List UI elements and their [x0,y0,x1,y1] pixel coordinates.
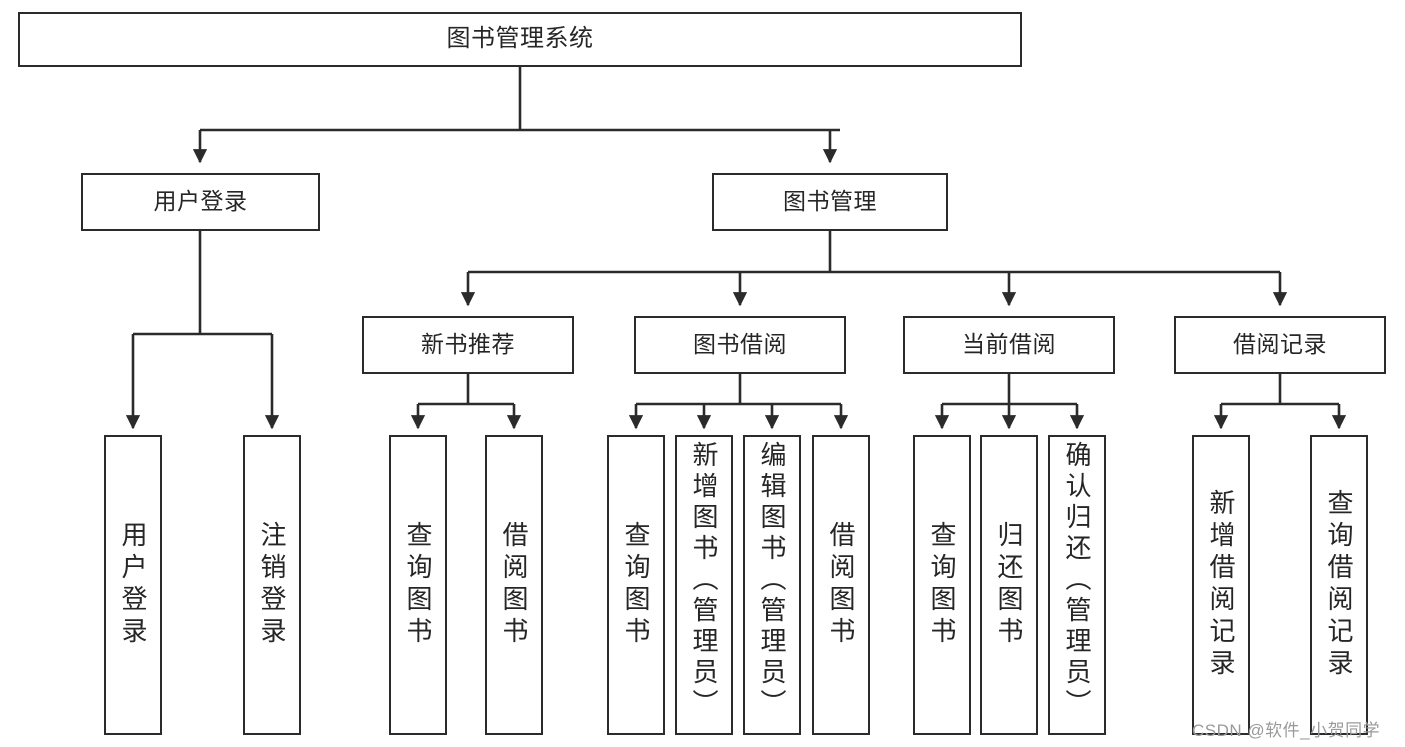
leaf-query-book-recommend[interactable]: 查询图书 [389,435,447,735]
node-user-login[interactable]: 用户登录 [81,173,320,231]
node-root-system[interactable]: 图书管理系统 [18,12,1022,67]
node-book-borrow[interactable]: 图书借阅 [634,316,846,374]
leaf-return-book[interactable]: 归还图书 [980,435,1038,735]
node-new-book-recommend[interactable]: 新书推荐 [362,316,574,374]
leaf-user-login[interactable]: 用户登录 [104,435,162,735]
leaf-add-borrow-record[interactable]: 新增借阅记录 [1192,435,1250,735]
node-current-borrow[interactable]: 当前借阅 [903,316,1115,374]
leaf-confirm-return-admin[interactable]: 确认归还（管理员） [1048,435,1106,735]
leaf-borrow-book[interactable]: 借阅图书 [812,435,870,735]
leaf-query-book-current[interactable]: 查询图书 [913,435,971,735]
leaf-user-logout[interactable]: 注销登录 [243,435,301,735]
leaf-edit-book-admin[interactable]: 编辑图书（管理员） [743,435,801,735]
csdn-watermark: CSDN @软件_小贺同学 [1192,721,1381,740]
node-borrow-record[interactable]: 借阅记录 [1174,316,1386,374]
leaf-query-book-borrow[interactable]: 查询图书 [607,435,665,735]
node-book-management[interactable]: 图书管理 [712,173,948,231]
leaf-borrow-book-recommend[interactable]: 借阅图书 [485,435,543,735]
leaf-add-book-admin[interactable]: 新增图书（管理员） [675,435,733,735]
leaf-query-borrow-record[interactable]: 查询借阅记录 [1310,435,1368,735]
